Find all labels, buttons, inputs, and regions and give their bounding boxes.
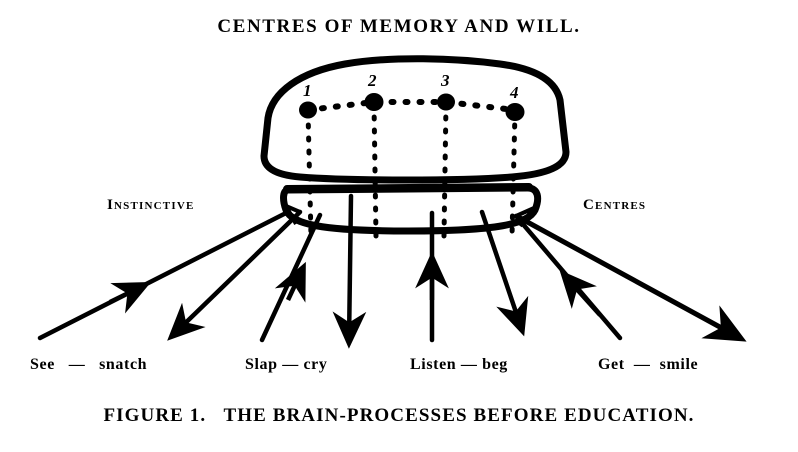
label-centres: Centres — [583, 197, 647, 213]
pathway-arrowhead-in-slap — [274, 261, 306, 303]
pathway-arrow-out-snatch — [167, 209, 303, 341]
dotted-drop-2 — [371, 101, 379, 239]
pathway-arrow-out-cry — [332, 193, 367, 349]
pathway-label-slap-cry: Slap — cry — [245, 356, 328, 373]
node-number-2: 2 — [368, 71, 377, 90]
upper-brain-outline — [260, 55, 570, 184]
node-blob-3 — [437, 93, 455, 111]
pathway-arrow-in-see — [37, 209, 291, 341]
node-blob-2 — [364, 93, 384, 111]
node-blob-1 — [299, 101, 317, 119]
figure-title: CENTRES OF MEMORY AND WILL. — [217, 16, 581, 37]
pathway-arrow-out-beg — [479, 209, 529, 337]
node-number-4: 4 — [510, 83, 519, 102]
pathway-arrow-in-slap — [259, 212, 323, 343]
pathway-arrow-in-get — [513, 213, 623, 341]
node-number-3: 3 — [441, 71, 450, 90]
bowl-left-junction — [284, 204, 301, 225]
pathway-label-see-snatch: See — snatch — [30, 356, 148, 373]
bowl-right-junction — [515, 206, 536, 228]
dotted-drop-1 — [305, 109, 314, 239]
pathway-label-get-smile: Get — smile — [598, 356, 699, 373]
node-chain-dotted — [305, 99, 518, 113]
lower-instinctive-outline — [280, 184, 542, 235]
figure-caption: FIGURE 1. THE BRAIN-PROCESSES BEFORE EDU… — [103, 405, 695, 426]
pathway-arrowhead-in-see — [109, 282, 152, 314]
pathway-label-listen-beg: Listen — beg — [410, 356, 508, 373]
node-number-1: 1 — [303, 81, 312, 100]
label-instinctive: Instinctive — [107, 197, 195, 213]
dotted-drop-3 — [441, 101, 449, 239]
pathway-arrow-out-smile — [517, 215, 747, 342]
lower-instinctive-top-bar — [283, 183, 533, 193]
pathway-arrowhead-in-get — [559, 269, 602, 317]
node-blob-4 — [505, 103, 525, 121]
dotted-drop-4 — [509, 109, 518, 239]
